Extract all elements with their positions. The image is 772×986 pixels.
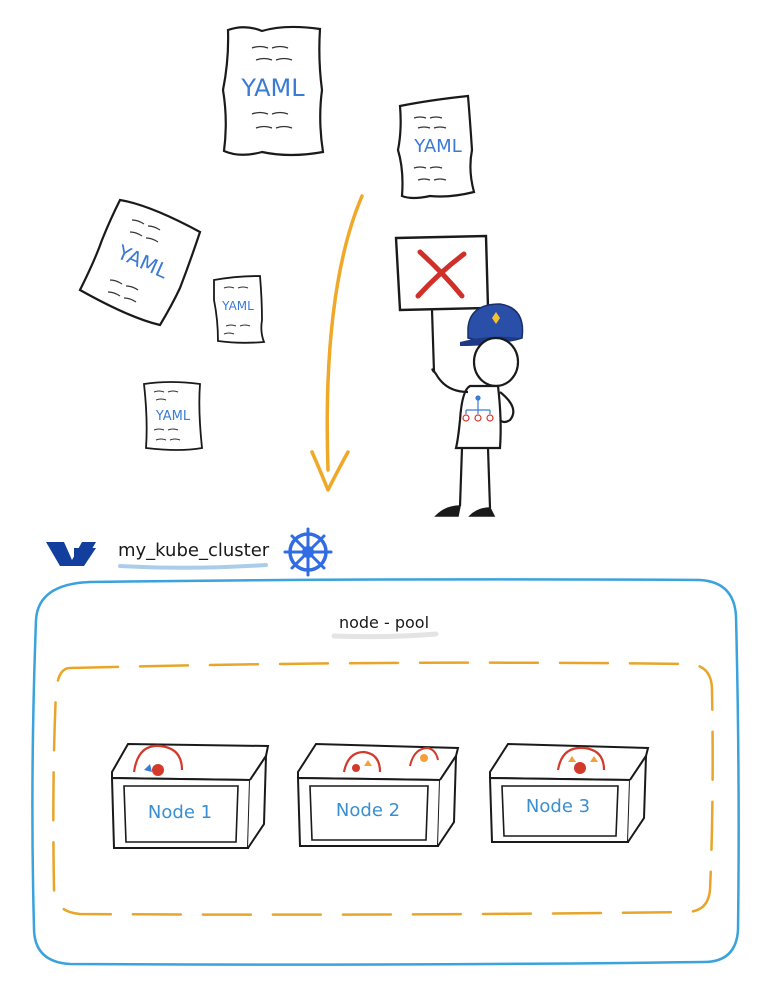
yaml-document-1: YAML xyxy=(221,25,325,157)
torso xyxy=(454,384,502,450)
yaml-label: YAML xyxy=(413,136,461,157)
cluster-name-underline xyxy=(118,563,268,570)
node-pool-label: node - pool xyxy=(339,613,429,632)
yaml-document-5: YAML xyxy=(143,381,203,451)
pod-icon xyxy=(342,746,439,773)
yaml-label: YAML xyxy=(155,409,191,424)
red-x-icon xyxy=(415,249,467,299)
org-chart-icon xyxy=(462,395,494,422)
yaml-document-2: YAML xyxy=(396,94,476,200)
cluster-box: node - pool xyxy=(31,578,740,966)
cluster-name: my_kube_cluster xyxy=(118,540,270,561)
cluster-header: my_kube_cluster xyxy=(46,527,333,577)
pod-icon xyxy=(556,746,606,774)
ovh-logo-icon xyxy=(46,542,96,566)
head xyxy=(472,336,520,388)
node-label: Node 2 xyxy=(336,800,400,821)
node-label: Node 1 xyxy=(148,802,212,823)
node-pool-underline xyxy=(331,631,439,640)
node-1: Node 1 xyxy=(110,742,270,849)
kubernetes-helm-icon xyxy=(283,527,333,577)
yaml-label: YAML xyxy=(240,74,305,102)
node-3: Node 3 xyxy=(488,742,650,843)
reject-sign xyxy=(394,234,490,312)
node-pool-border xyxy=(52,661,714,916)
yaml-label: YAML xyxy=(221,299,254,313)
pod-icon xyxy=(132,744,184,776)
yaml-document-4: YAML xyxy=(213,275,266,344)
node-2: Node 2 xyxy=(296,742,460,847)
yaml-document-3: YAML xyxy=(78,198,202,327)
gatekeeper-figure xyxy=(394,234,524,517)
node-label: Node 3 xyxy=(526,796,590,817)
flow-arrow xyxy=(310,194,364,492)
